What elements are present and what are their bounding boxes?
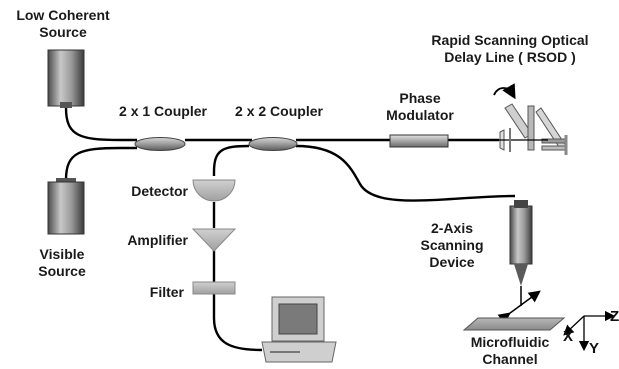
scanning-device-label-line1: 2-Axis — [430, 220, 474, 236]
microfluidic-channel-label-line2: Channel — [482, 351, 538, 367]
fiber-coupler2-to-scanner — [295, 144, 516, 202]
low-coherent-source-label-line1: Low Coherent — [16, 7, 110, 23]
scanning-device-label-line3: Device — [429, 254, 475, 270]
axis-z-label: Z — [610, 308, 619, 325]
fiber-filter-to-computer — [212, 294, 263, 352]
phase-modulator-label: Phase Modulator — [370, 90, 470, 124]
fiber-low-coherent-source — [64, 107, 137, 142]
scanning-device-label: 2-Axis Scanning Device — [408, 220, 496, 271]
axis-x-label: X — [563, 328, 574, 345]
coupler-2x2-icon — [248, 137, 298, 151]
axis-y-label: Y — [589, 340, 600, 357]
low-coherent-source-label: Low Coherent Source — [3, 7, 123, 41]
fiber-lines — [64, 107, 516, 352]
rsod-label-line2: Delay Line ( RSOD ) — [444, 49, 576, 65]
phase-modulator-label-line2: Modulator — [386, 107, 454, 123]
scanning-device-label-line2: Scanning — [420, 237, 484, 253]
fiber-coupler2-to-detector — [212, 144, 250, 176]
phase-modulator-icon — [389, 134, 449, 148]
phase-modulator-label-line1: Phase — [399, 90, 441, 106]
rsod-optics-icon — [493, 83, 568, 155]
low-coherent-source-icon — [47, 49, 85, 108]
amplifier-label: Amplifier — [127, 232, 188, 248]
fiber-visible-source — [64, 146, 137, 181]
scan-direction-arrow-icon — [497, 290, 541, 325]
amplifier-icon — [191, 228, 237, 252]
rsod-label-line1: Rapid Scanning Optical — [431, 32, 589, 48]
filter-icon — [192, 281, 236, 295]
detector-icon — [192, 179, 236, 202]
detector-label: Detector — [131, 183, 188, 199]
visible-source-label-line1: Visible — [39, 246, 85, 262]
computer-icon — [261, 296, 337, 363]
microfluidic-channel-icon — [462, 317, 566, 331]
rsod-label: Rapid Scanning Optical Delay Line ( RSOD… — [410, 32, 610, 66]
rsod-rotation-arrow-icon — [493, 83, 516, 100]
monitor-screen — [278, 303, 318, 335]
low-coherent-source-label-line2: Source — [39, 24, 87, 40]
visible-source-label-line2: Source — [38, 263, 86, 279]
scanning-device-icon — [497, 200, 541, 325]
coupler-2x2-label: 2 x 2 Coupler — [235, 103, 323, 119]
filter-label: Filter — [149, 284, 184, 300]
axes-icon — [563, 310, 616, 352]
visible-source-label: Visible Source — [20, 246, 104, 280]
visible-source-icon — [47, 178, 85, 235]
coupler-2x1-icon — [134, 137, 186, 151]
coupler-2x1-label: 2 x 1 Coupler — [119, 103, 207, 119]
microfluidic-channel-label: Microfluidic Channel — [460, 334, 560, 368]
microfluidic-channel-label-line1: Microfluidic — [470, 334, 550, 350]
